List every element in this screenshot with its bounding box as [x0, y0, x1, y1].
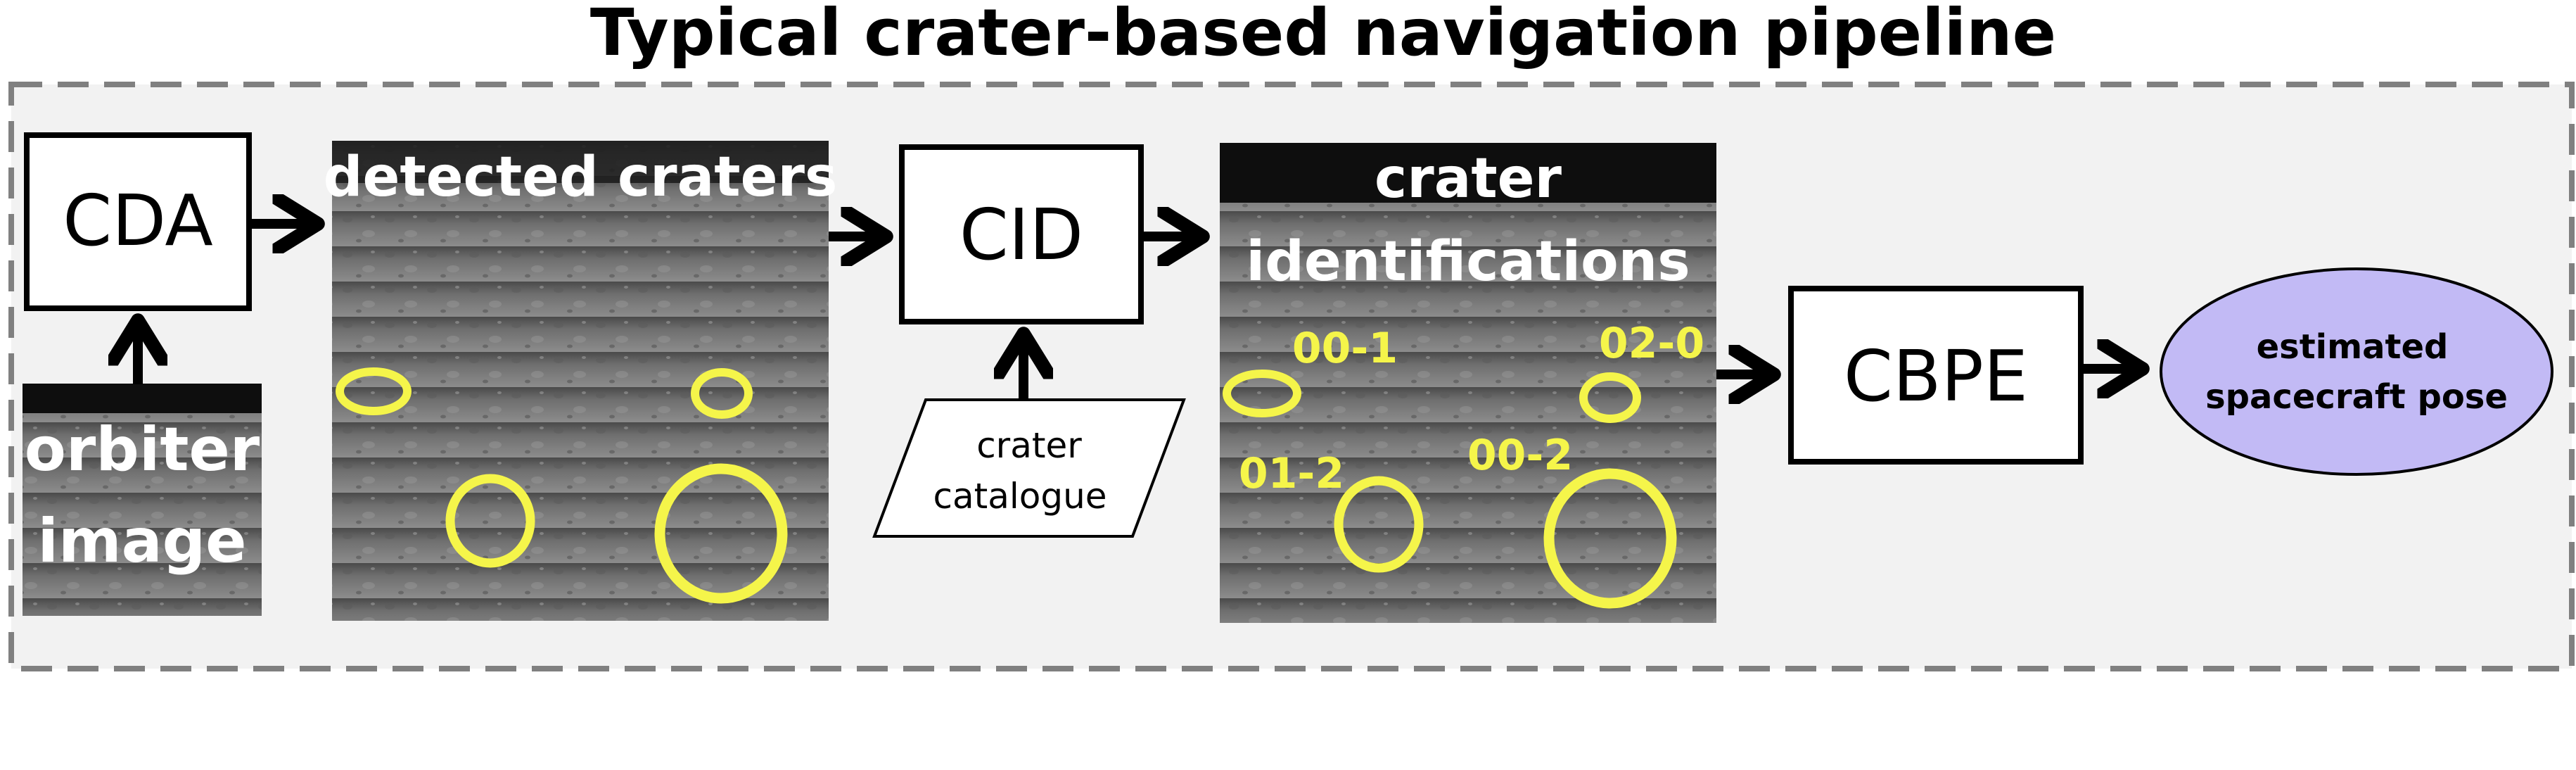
crater-id-label: 02-0	[1599, 319, 1704, 368]
cbpe-label: CBPE	[1844, 335, 2028, 417]
detected-craters-image: detected craters	[324, 141, 838, 621]
crater-catalogue-line2: catalogue	[933, 476, 1107, 517]
orbiter-image-label-line2: image	[37, 506, 246, 576]
crater-id-label: 00-1	[1292, 324, 1398, 373]
orbiter-image-label-line1: orbiter	[25, 415, 260, 485]
estimated-pose: estimated spacecraft pose	[2160, 267, 2553, 476]
crater-highlight	[1334, 476, 1424, 573]
crater-catalogue: crater catalogue	[872, 398, 1186, 538]
cbpe-box: CBPE	[1788, 286, 2084, 465]
crater-highlight	[1543, 468, 1677, 609]
crater-highlight	[691, 368, 753, 419]
crater-highlight	[445, 474, 535, 568]
cid-box: CID	[899, 144, 1144, 324]
crater-identifications-line2: identifications	[1246, 230, 1690, 294]
crater-highlight	[336, 367, 412, 415]
crater-highlight	[1579, 372, 1641, 423]
orbiter-image: orbiter image	[23, 384, 262, 616]
crater-id-label: 01-2	[1239, 449, 1344, 498]
crater-identifications-line1: crater	[1375, 147, 1562, 210]
crater-highlight	[654, 463, 788, 604]
diagram-title: Typical crater-based navigation pipeline	[590, 0, 2056, 70]
crater-catalogue-line1: crater	[976, 425, 1082, 466]
cda-box: CDA	[24, 132, 252, 311]
crater-identifications-image: crater identifications 00-1 02-0 01-2 00…	[1220, 143, 1716, 623]
detected-craters-label: detected craters	[324, 146, 838, 209]
pose-label-line1: estimated	[2257, 327, 2449, 367]
cid-label: CID	[959, 194, 1083, 276]
cda-label: CDA	[63, 179, 212, 262]
pose-label-line2: spacecraft pose	[2205, 377, 2508, 417]
crater-highlight	[1223, 370, 1301, 417]
crater-id-label: 00-2	[1467, 431, 1573, 480]
